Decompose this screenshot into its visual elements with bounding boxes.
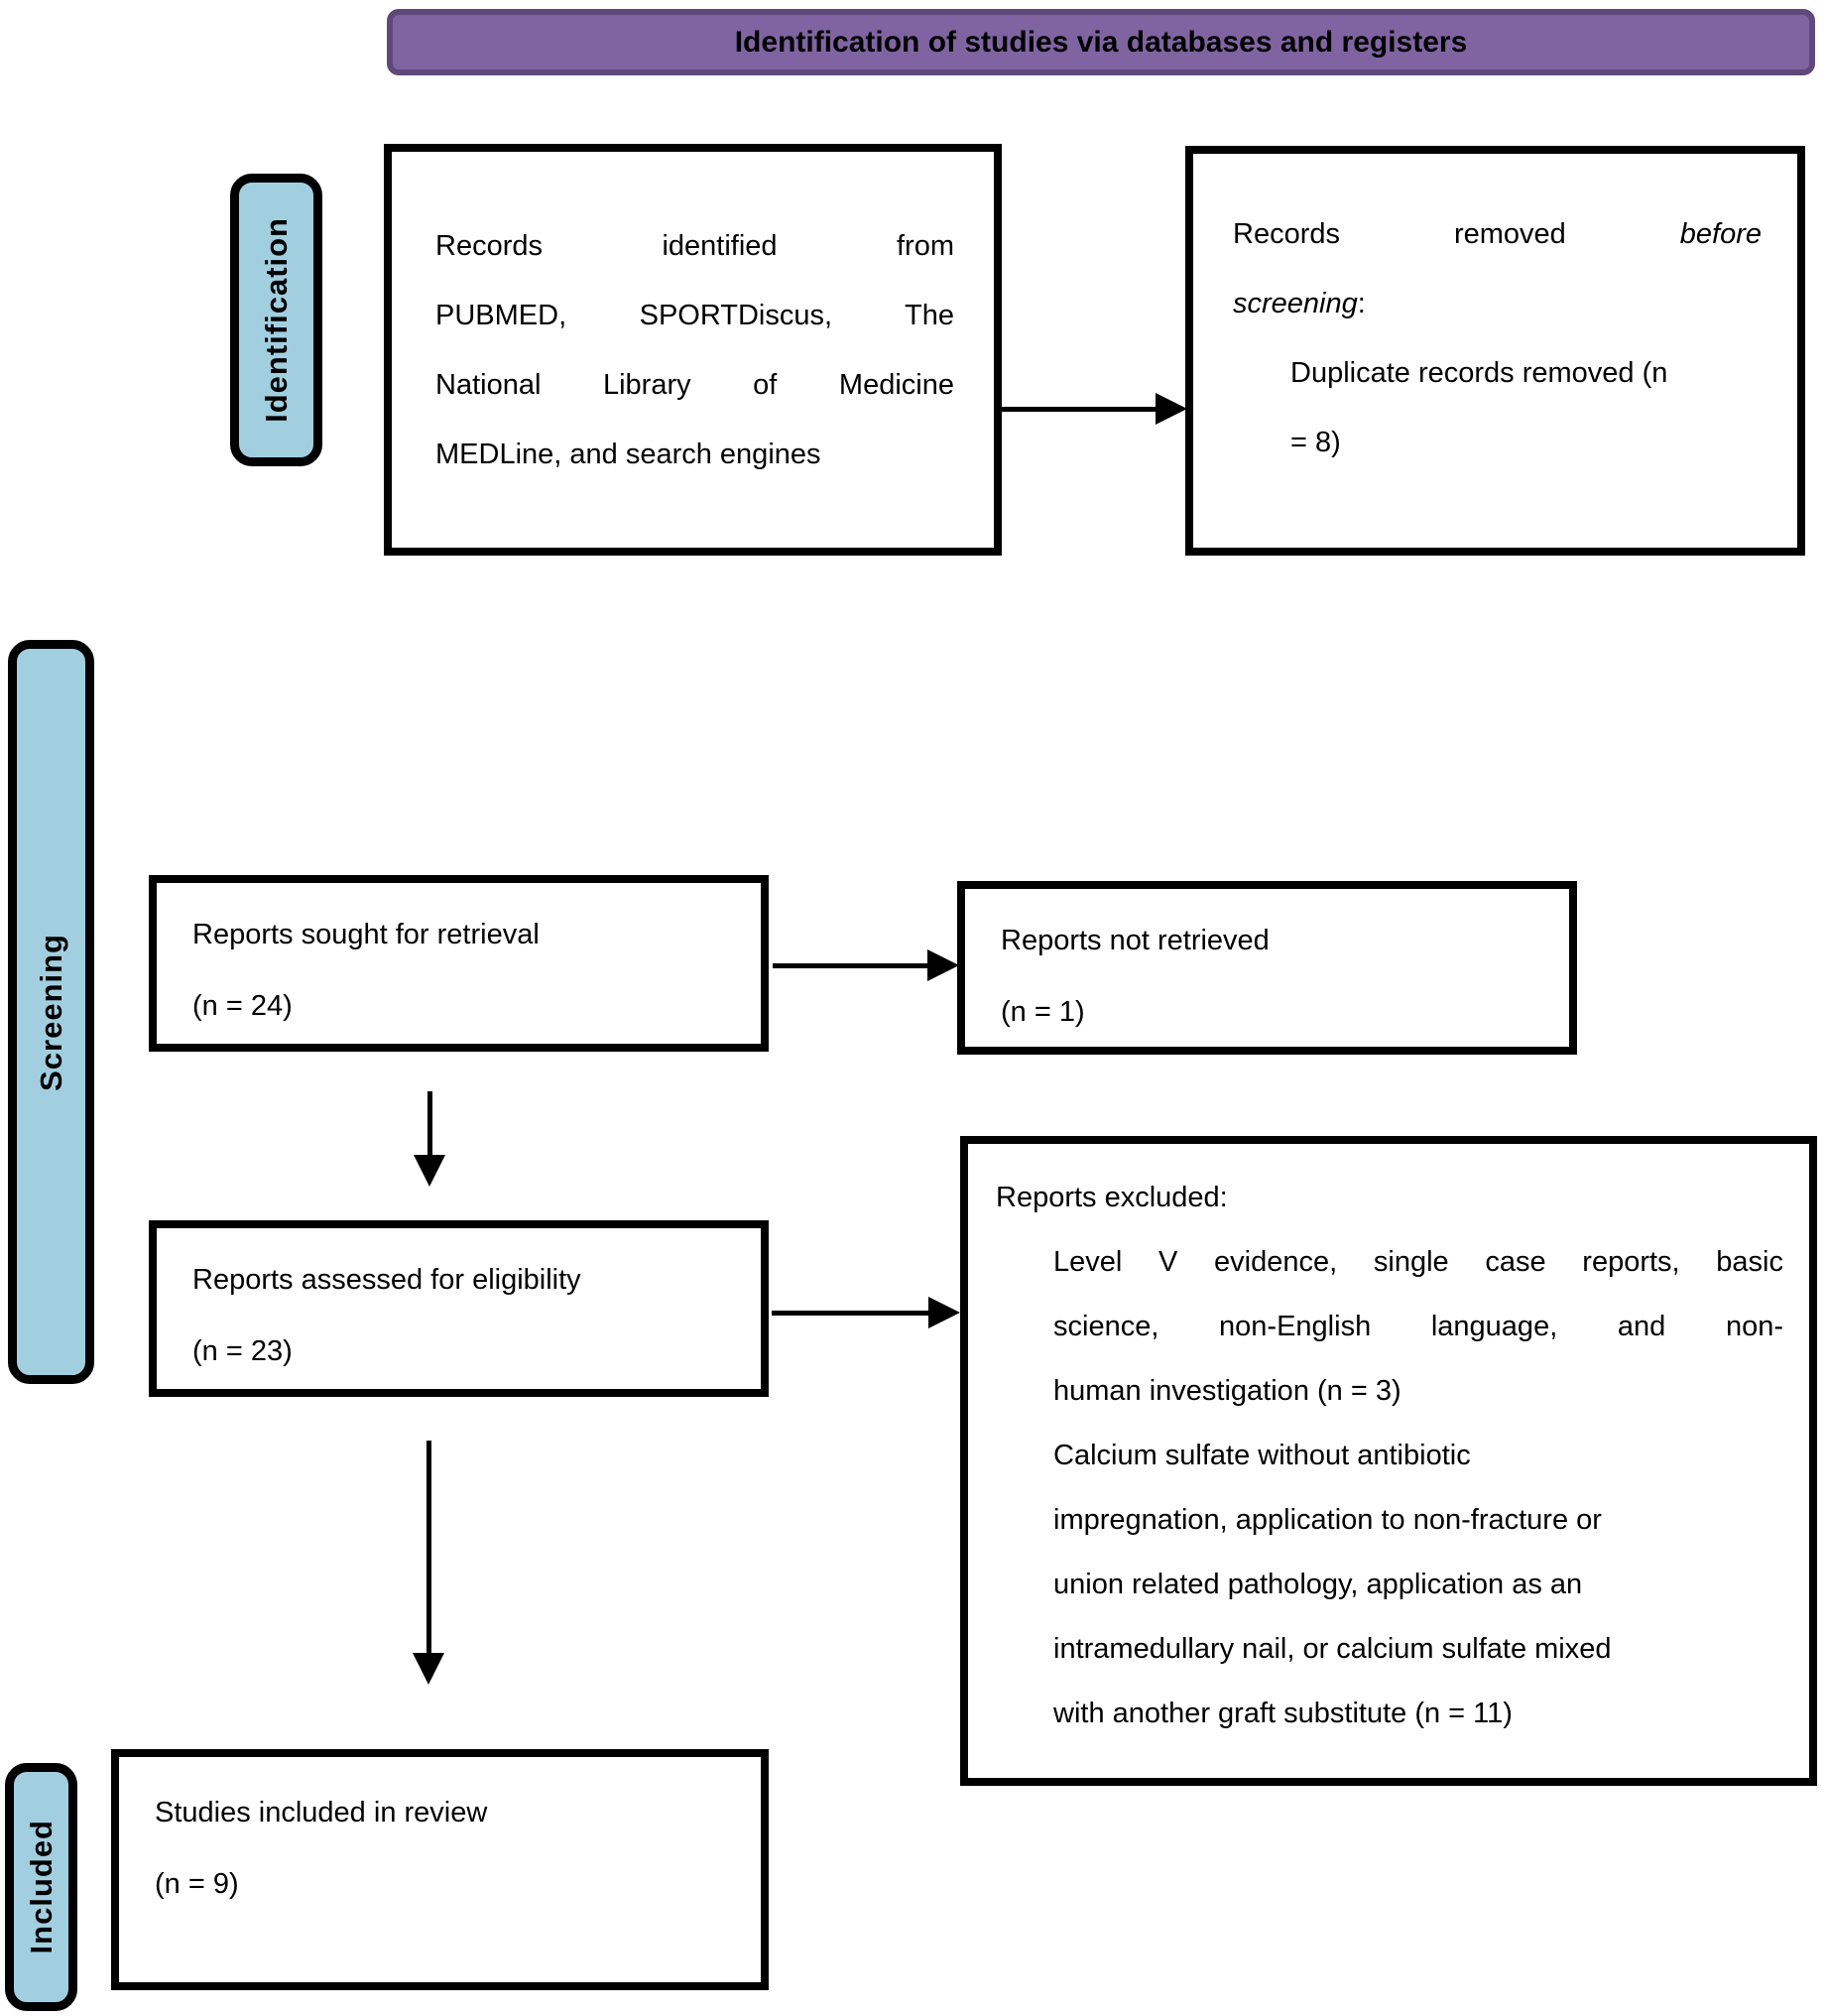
text-line: MEDLine, and search engines xyxy=(435,439,821,470)
arrow-head-right-icon xyxy=(927,949,959,981)
text-line: PUBMED, SPORTDiscus, The xyxy=(435,300,954,331)
text-line: screening: xyxy=(1233,288,1366,319)
text-line: Records identified from xyxy=(435,230,954,262)
box-studies-included: Studies included in review (n = 9) xyxy=(111,1749,769,1990)
text-line: Reports excluded: xyxy=(996,1182,1228,1213)
text-line: Duplicate records removed (n xyxy=(1290,357,1668,389)
text-line: human investigation (n = 3) xyxy=(1053,1375,1401,1407)
text-line: Level V evidence, single case reports, b… xyxy=(1053,1246,1783,1278)
text-line: Reports assessed for eligibility xyxy=(192,1264,581,1296)
text-line: (n = 23) xyxy=(192,1335,293,1367)
text-line: (n = 9) xyxy=(155,1868,239,1900)
header-title: Identification of studies via databases … xyxy=(734,25,1468,59)
stage-label-screening: Screening xyxy=(8,640,94,1384)
arrow-head-down-icon xyxy=(414,1155,445,1187)
arrow-head-down-icon xyxy=(413,1653,444,1685)
text-line: (n = 1) xyxy=(1001,996,1085,1028)
text-line: impregnation, application to non-fractur… xyxy=(1053,1504,1602,1536)
box-reports-assessed: Reports assessed for eligibility (n = 23) xyxy=(149,1220,769,1397)
arrow-head-right-icon xyxy=(928,1297,960,1328)
box-reports-sought: Reports sought for retrieval (n = 24) xyxy=(149,875,769,1052)
text-line: = 8) xyxy=(1290,427,1341,458)
stage-label-screening-text: Screening xyxy=(33,933,68,1091)
arrow-line xyxy=(426,1441,431,1657)
stage-label-identification-text: Identification xyxy=(258,217,294,423)
box-records-removed: Records removed before screening: Duplicat… xyxy=(1185,146,1805,556)
arrow-line xyxy=(427,1091,432,1159)
arrow-line xyxy=(1002,407,1158,412)
header-banner: Identification of studies via databases … xyxy=(387,9,1815,75)
arrow-line xyxy=(773,963,931,968)
box-reports-not-retrieved: Reports not retrieved (n = 1) xyxy=(957,881,1577,1055)
text-line: National Library of Medicine xyxy=(435,369,954,401)
text-line: Reports not retrieved xyxy=(1001,925,1270,956)
arrow-head-right-icon xyxy=(1156,393,1187,425)
text-line: (n = 24) xyxy=(192,990,293,1022)
text-line: Studies included in review xyxy=(155,1797,488,1828)
text-line: intramedullary nail, or calcium sulfate … xyxy=(1053,1633,1612,1665)
arrow-line xyxy=(772,1311,932,1316)
stage-label-included-text: Included xyxy=(23,1820,59,1954)
text-line: Reports sought for retrieval xyxy=(192,919,540,950)
stage-label-included: Included xyxy=(5,1763,77,2011)
text-line: science, non-English language, and non- xyxy=(1053,1311,1783,1342)
text-line: union related pathology, application as … xyxy=(1053,1569,1583,1600)
text-line: with another graft substitute (n = 11) xyxy=(1053,1698,1513,1729)
text-line: Records removed before xyxy=(1233,218,1762,250)
stage-label-identification: Identification xyxy=(230,174,322,466)
box-reports-excluded: Reports excluded: Level V evidence, singl… xyxy=(960,1136,1817,1786)
text-line: Calcium sulfate without antibiotic xyxy=(1053,1440,1471,1471)
